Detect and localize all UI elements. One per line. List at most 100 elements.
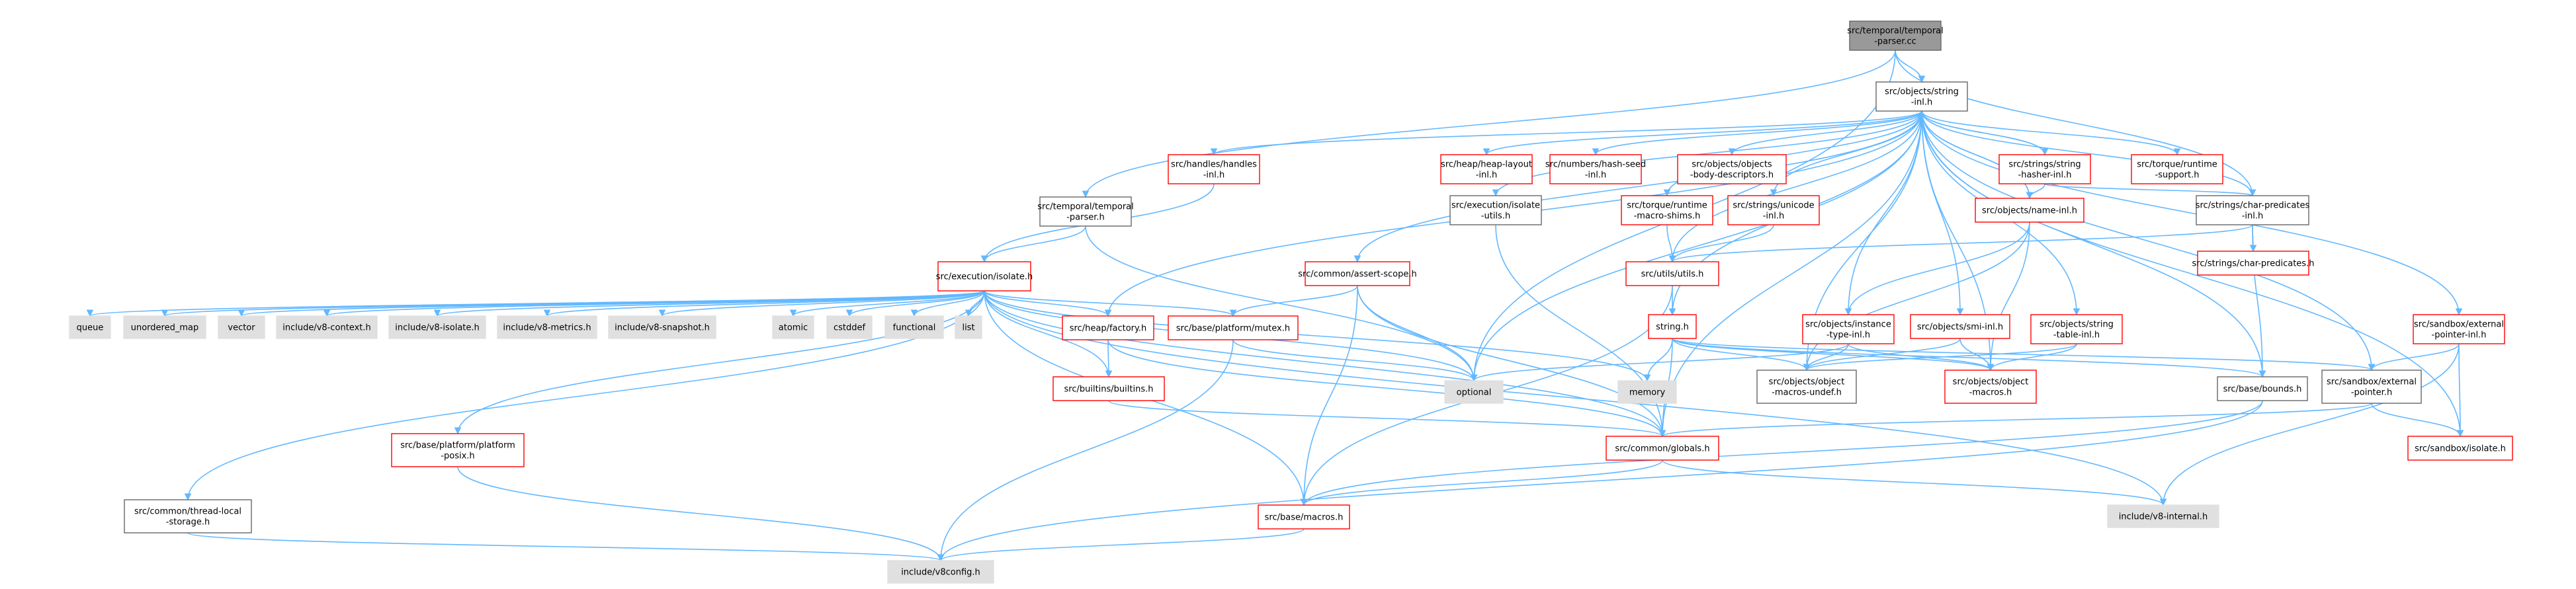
edge-macros_h-to-v8config	[937, 528, 1305, 562]
edge-root-to-temporal_parser_h	[1082, 50, 1896, 198]
node-sandbox-isolate[interactable]: src/sandbox/isolate.h	[2407, 436, 2513, 461]
node-globals-h[interactable]: src/common/globals.h	[1606, 436, 1719, 461]
node-label: -inl.h	[1203, 171, 1225, 180]
node-label: src/sandbox/isolate.h	[2415, 444, 2506, 454]
node-optional[interactable]: optional	[1444, 380, 1504, 404]
edge-string_h-to-ext_ptr_h	[1672, 338, 2376, 372]
node-box	[1039, 196, 1132, 227]
node-box	[276, 315, 378, 339]
node-box	[1756, 370, 1857, 404]
node-obj-macros-undef[interactable]: src/objects/object-macros-undef.h	[1756, 370, 1857, 404]
node-root[interactable]: src/temporal/temporal-parser.cc	[1847, 20, 1944, 51]
node-box	[1975, 198, 2084, 223]
node-macros-h[interactable]: src/base/macros.h	[1258, 504, 1350, 530]
node-atomic[interactable]: atomic	[772, 315, 814, 339]
edge-heap_factory-to-builtins_h	[1105, 339, 1113, 378]
node-box	[218, 315, 265, 339]
node-list[interactable]: list	[955, 315, 982, 339]
node-label: src/execution/isolate.h	[936, 272, 1033, 282]
node-label: src/base/bounds.h	[2223, 385, 2302, 395]
node-box	[937, 261, 1031, 292]
node-heap-layout[interactable]: src/heap/heap-layout-inl.h	[1440, 154, 1533, 184]
node-ext-ptr-inl[interactable]: src/sandbox/external-pointer-inl.h	[2413, 314, 2505, 344]
edge-isolate_h-to-v8_isolate	[433, 290, 985, 317]
node-functional[interactable]: functional	[884, 315, 944, 339]
node-label: src/strings/unicode	[1733, 201, 1814, 211]
node-thread-local[interactable]: src/common/thread-local-storage.h	[124, 499, 252, 533]
node-label: src/heap/heap-layout	[1441, 160, 1532, 170]
node-v8-context[interactable]: include/v8-context.h	[276, 315, 378, 339]
node-label: -storage.h	[166, 518, 210, 528]
node-name-inl[interactable]: src/objects/name-inl.h	[1975, 198, 2084, 223]
edge-isolate_h-to-v8_metrics	[543, 290, 985, 317]
node-macro-shims[interactable]: src/torque/runtime-macro-shims.h	[1621, 195, 1713, 225]
node-label: include/v8-snapshot.h	[615, 323, 710, 333]
node-string-table-inl[interactable]: src/objects/string-table-inl.h	[2030, 314, 2123, 344]
node-char-pred[interactable]: src/strings/char-predicates.h	[2192, 251, 2315, 276]
node-box	[1258, 504, 1350, 530]
node-box	[1440, 154, 1533, 184]
node-box	[1910, 314, 2010, 339]
edge-thread_local-to-v8config	[187, 532, 945, 562]
node-vector[interactable]: vector	[218, 315, 265, 339]
node-mutex-h[interactable]: src/base/platform/mutex.h	[1168, 315, 1299, 340]
node-handles-inl[interactable]: src/handles/handles-inl.h	[1168, 154, 1260, 184]
node-label: src/base/macros.h	[1265, 513, 1344, 523]
node-char-pred-inl[interactable]: src/strings/char-predicates-inl.h	[2196, 195, 2310, 225]
node-builtins-h[interactable]: src/builtins/builtins.h	[1052, 376, 1165, 401]
node-v8-internal[interactable]: include/v8-internal.h	[2107, 504, 2219, 528]
node-label: -parser.h	[1066, 213, 1105, 223]
edge-instance_type_inl-to-obj_macros	[1848, 343, 1995, 372]
node-v8-isolate[interactable]: include/v8-isolate.h	[388, 315, 486, 339]
edge-heap_factory-to-globals_h	[1107, 339, 1666, 438]
node-string-inl[interactable]: src/objects/string-inl.h	[1875, 81, 1968, 112]
node-memory[interactable]: memory	[1617, 380, 1677, 404]
node-obj-macros[interactable]: src/objects/object-macros.h	[1944, 370, 2037, 404]
node-cstddef[interactable]: cstddef	[826, 315, 873, 339]
edge-ext_ptr_inl-to-ext_ptr_h	[2368, 343, 2460, 372]
node-string-h[interactable]: string.h	[1648, 314, 1697, 339]
node-queue[interactable]: queue	[69, 315, 111, 339]
edge-mutex_h-to-optional	[1232, 339, 1478, 382]
node-label: src/objects/string	[1885, 87, 1959, 97]
node-v8-snapshot[interactable]: include/v8-snapshot.h	[608, 315, 716, 339]
node-label: src/strings/char-predicates	[2196, 201, 2310, 211]
node-box	[497, 315, 597, 339]
node-box	[2107, 504, 2219, 528]
node-runtime-support[interactable]: src/torque/runtime-support.h	[2131, 154, 2223, 184]
node-utils-h[interactable]: src/utils/utils.h	[1625, 261, 1719, 286]
node-unordered-map[interactable]: unordered_map	[123, 315, 206, 339]
node-instance-type-inl[interactable]: src/objects/instance-type-inl.h	[1802, 314, 1895, 344]
node-hash-seed[interactable]: src/numbers/hash-seed-inl.h	[1545, 154, 1646, 184]
node-label: -inl.h	[1476, 171, 1498, 180]
node-label: src/temporal/temporal	[1037, 202, 1134, 212]
node-box	[1727, 195, 1820, 225]
node-isolate-utils[interactable]: src/execution/isolate-utils.h	[1449, 195, 1542, 225]
node-bounds-h[interactable]: src/base/bounds.h	[2217, 376, 2308, 401]
node-label: src/torque/runtime	[2137, 160, 2217, 170]
node-body-desc[interactable]: src/objects/objects-body-descriptors.h	[1677, 154, 1787, 184]
node-smi-inl[interactable]: src/objects/smi-inl.h	[1910, 314, 2010, 339]
node-heap-factory[interactable]: src/heap/factory.h	[1062, 315, 1154, 340]
node-box	[1617, 380, 1677, 404]
edge-assert_scope-to-mutex_h	[1229, 285, 1358, 317]
node-v8-metrics[interactable]: include/v8-metrics.h	[497, 315, 597, 339]
node-label: -inl.h	[1911, 98, 1933, 108]
node-ext-ptr-h[interactable]: src/sandbox/external-pointer.h	[2321, 370, 2422, 404]
node-platform-posix[interactable]: src/base/platform/platform-posix.h	[391, 433, 525, 467]
edge-isolate_h-to-unordered_map	[161, 290, 985, 317]
node-isolate-h[interactable]: src/execution/isolate.h	[936, 261, 1033, 292]
node-box	[1549, 154, 1642, 184]
node-unicode-inl[interactable]: src/strings/unicode-inl.h	[1727, 195, 1820, 225]
node-label: src/torque/runtime	[1627, 201, 1707, 211]
node-assert-scope[interactable]: src/common/assert-scope.h	[1298, 261, 1417, 286]
node-box	[1677, 154, 1787, 184]
node-hasher-inl[interactable]: src/strings/string-hasher-inl.h	[1998, 154, 2091, 184]
node-temporal-parser-h[interactable]: src/temporal/temporal-parser.h	[1037, 196, 1134, 227]
node-v8config[interactable]: include/v8config.h	[887, 560, 994, 584]
node-label: optional	[1457, 388, 1492, 398]
node-label: src/common/assert-scope.h	[1298, 270, 1417, 280]
node-label: include/v8-internal.h	[2119, 512, 2208, 522]
edge-string_inl-to-handles_inl	[1210, 110, 1922, 156]
node-label: unordered_map	[131, 323, 199, 333]
